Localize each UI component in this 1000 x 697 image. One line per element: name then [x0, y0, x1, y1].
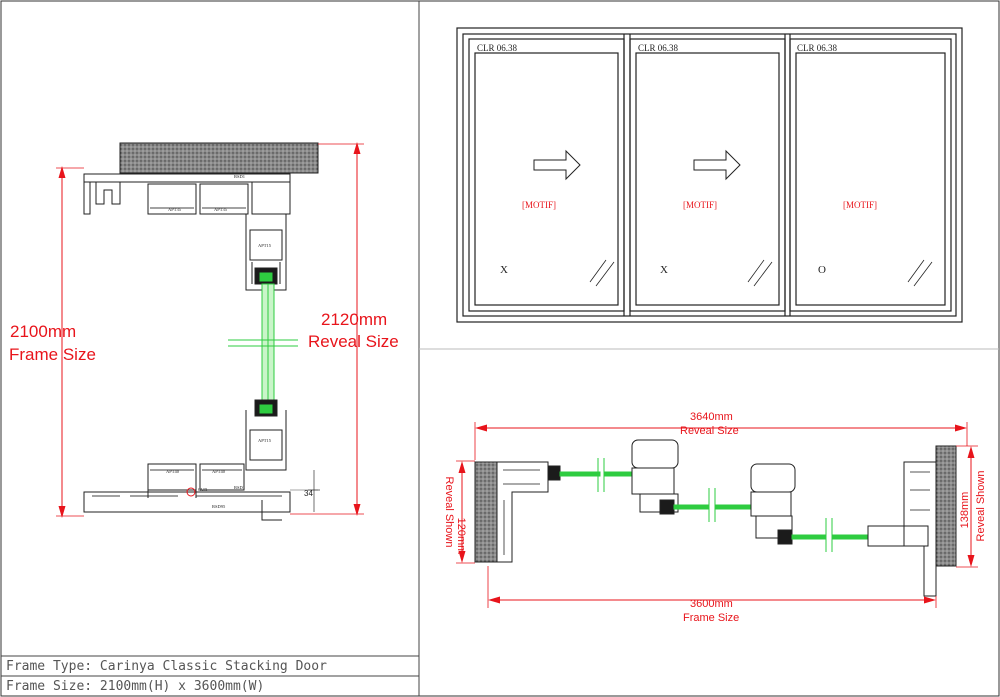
- plan-frame-width-label: Frame Size: [683, 612, 739, 624]
- part-label: APT40: [212, 469, 226, 474]
- plan-right-reveal-value: 138mm: [959, 492, 971, 529]
- right-jamb-masonry: [935, 445, 957, 567]
- elevation-drawing: [456, 27, 963, 323]
- reveal-size-dimension: [290, 142, 364, 516]
- part-label: RSD95: [212, 504, 226, 509]
- plan-drawing: [474, 439, 957, 597]
- motif-label: [MOTIF]: [683, 200, 717, 210]
- sill-height-value: 34: [304, 489, 313, 498]
- panel-operation-mark: O: [818, 264, 826, 276]
- part-label: CUR: [198, 487, 207, 492]
- part-label: APT35: [168, 207, 182, 212]
- part-label: APT35: [214, 207, 228, 212]
- motif-label: [MOTIF]: [522, 200, 556, 210]
- plan-left-reveal-value: 120mm: [455, 518, 467, 555]
- plan-reveal-width-label: Reveal Size: [680, 425, 739, 437]
- part-label: APT15: [258, 243, 272, 248]
- plan-left-reveal-label: Reveal Shown: [443, 477, 455, 548]
- glass-code: CLR 06.38: [477, 43, 518, 53]
- elevation-panel[interactable]: CLR 06.38 [MOTIF] O: [797, 43, 933, 287]
- glass-icon: [907, 259, 933, 287]
- frame-size-dimension: [56, 166, 84, 518]
- frame-size-row: Frame Size: 2100mm(H) x 3600mm(W): [6, 679, 265, 694]
- glass-code: CLR 06.38: [797, 43, 838, 53]
- part-label: APT15: [258, 438, 272, 443]
- elevation-panel[interactable]: CLR 06.38 [MOTIF] X: [638, 43, 773, 287]
- frame-type-row: Frame Type: Carinya Classic Stacking Doo…: [6, 659, 327, 674]
- reveal-size-value: 2120mm: [321, 310, 387, 329]
- slide-direction-arrow-icon: [693, 149, 741, 181]
- elevation-panel[interactable]: CLR 06.38 [MOTIF] X: [477, 43, 615, 287]
- slide-direction-arrow-icon: [533, 149, 581, 181]
- plan-right-reveal-label: Reveal Shown: [975, 471, 987, 542]
- glass-code: CLR 06.38: [638, 43, 679, 53]
- part-label: APT40: [166, 469, 180, 474]
- section-part-labels: APT35 APT35 APT15 APT15 APT40 APT40 RSD1…: [166, 174, 272, 509]
- panel-operation-mark: X: [660, 264, 668, 276]
- plan-frame-width-value: 3600mm: [690, 598, 733, 610]
- title-block: [1, 655, 419, 677]
- glass-icon: [589, 259, 615, 287]
- frame-size-label: Frame Size: [9, 345, 96, 364]
- plan-reveal-width-value: 3640mm: [690, 411, 733, 423]
- head-masonry: [119, 142, 319, 174]
- glass-icon: [747, 259, 773, 287]
- motif-label: [MOTIF]: [843, 200, 877, 210]
- panel-operation-mark: X: [500, 264, 508, 276]
- vertical-section-drawing: [83, 142, 319, 521]
- part-label: RSD1: [234, 485, 245, 490]
- plan-dimensions: [456, 422, 978, 608]
- frame-size-value: 2100mm: [10, 322, 76, 341]
- reveal-size-label: Reveal Size: [308, 332, 399, 351]
- sill-height-dimension: [308, 470, 320, 512]
- part-label: RSD1: [234, 174, 245, 179]
- left-jamb-masonry: [474, 461, 498, 563]
